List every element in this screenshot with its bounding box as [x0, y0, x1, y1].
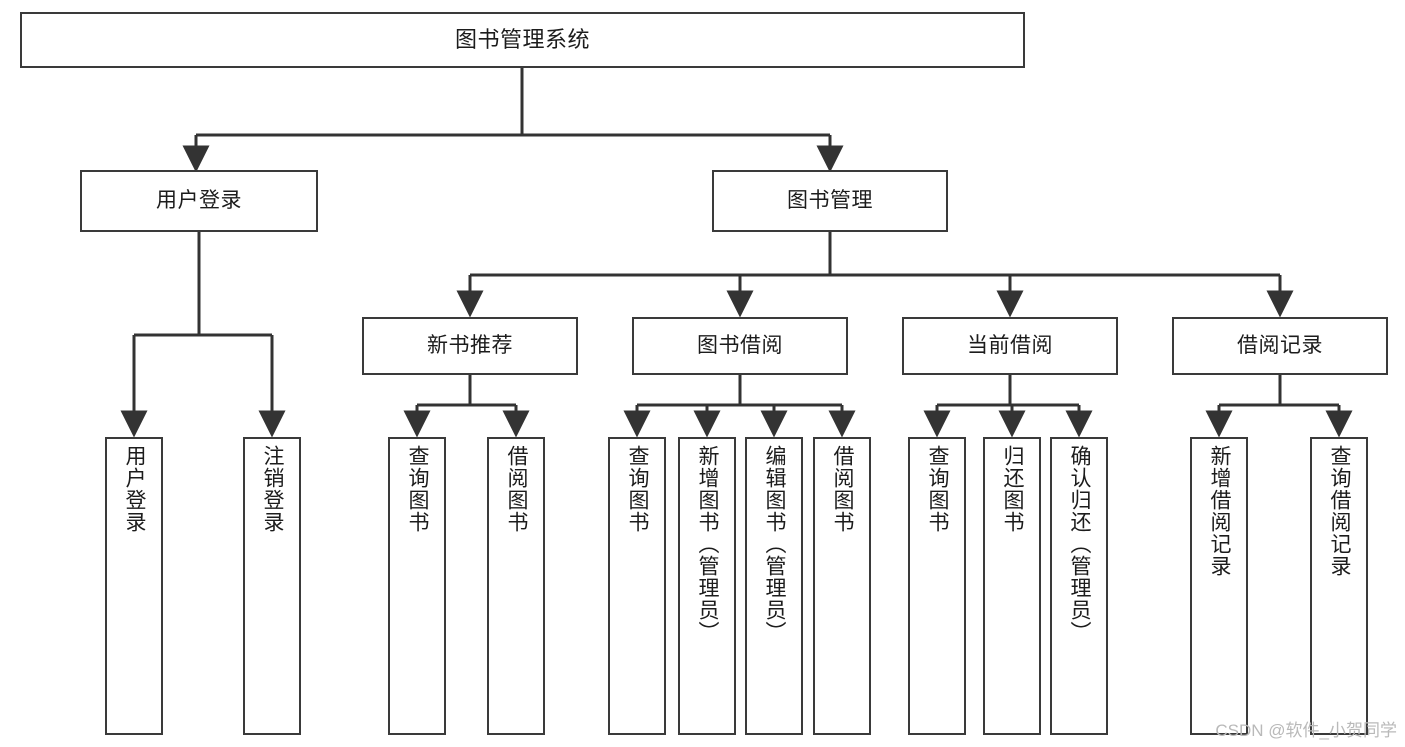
node-leaf-user-login-label: 用户登录 — [123, 445, 147, 533]
node-leaf-query-book-2-label: 查询图书 — [626, 445, 650, 533]
node-leaf-borrow-book-1[interactable]: 借阅图书 — [487, 437, 545, 735]
node-leaf-query-book-3[interactable]: 查询图书 — [908, 437, 966, 735]
node-leaf-user-login[interactable]: 用户登录 — [105, 437, 163, 735]
node-root-label: 图书管理系统 — [454, 27, 590, 53]
node-leaf-confirm-return-label: 确认归还（管理员） — [1068, 445, 1092, 643]
node-current-borrow-label: 当前借阅 — [967, 333, 1053, 357]
node-leaf-logout[interactable]: 注销登录 — [243, 437, 301, 735]
node-leaf-add-book[interactable]: 新增图书（管理员） — [678, 437, 736, 735]
node-leaf-query-book-1-label: 查询图书 — [406, 445, 430, 533]
node-leaf-query-record[interactable]: 查询借阅记录 — [1310, 437, 1368, 735]
node-leaf-query-book-2[interactable]: 查询图书 — [608, 437, 666, 735]
node-root[interactable]: 图书管理系统 — [20, 12, 1025, 68]
node-book-borrow[interactable]: 图书借阅 — [632, 317, 848, 375]
node-current-borrow[interactable]: 当前借阅 — [902, 317, 1118, 375]
node-leaf-return-book-label: 归还图书 — [1001, 445, 1025, 533]
node-user-login-label: 用户登录 — [156, 188, 242, 212]
node-leaf-borrow-book-2-label: 借阅图书 — [831, 445, 855, 533]
node-leaf-add-record-label: 新增借阅记录 — [1208, 445, 1232, 577]
node-leaf-borrow-book-2[interactable]: 借阅图书 — [813, 437, 871, 735]
node-borrow-record[interactable]: 借阅记录 — [1172, 317, 1388, 375]
node-new-book-recommend-label: 新书推荐 — [427, 333, 513, 357]
node-leaf-logout-label: 注销登录 — [261, 445, 285, 533]
node-leaf-return-book[interactable]: 归还图书 — [983, 437, 1041, 735]
node-leaf-query-record-label: 查询借阅记录 — [1328, 445, 1352, 577]
node-leaf-borrow-book-1-label: 借阅图书 — [505, 445, 529, 533]
watermark: CSDN @软件_小贺同学 — [1215, 721, 1397, 740]
node-user-login[interactable]: 用户登录 — [80, 170, 318, 232]
node-leaf-add-book-label: 新增图书（管理员） — [696, 445, 720, 643]
node-leaf-edit-book[interactable]: 编辑图书（管理员） — [745, 437, 803, 735]
node-new-book-recommend[interactable]: 新书推荐 — [362, 317, 578, 375]
node-leaf-query-book-1[interactable]: 查询图书 — [388, 437, 446, 735]
node-borrow-record-label: 借阅记录 — [1237, 333, 1323, 357]
node-leaf-edit-book-label: 编辑图书（管理员） — [763, 445, 787, 643]
node-book-manage-label: 图书管理 — [787, 188, 873, 212]
node-book-borrow-label: 图书借阅 — [697, 333, 783, 357]
node-leaf-query-book-3-label: 查询图书 — [926, 445, 950, 533]
node-book-manage[interactable]: 图书管理 — [712, 170, 948, 232]
node-leaf-add-record[interactable]: 新增借阅记录 — [1190, 437, 1248, 735]
node-leaf-confirm-return[interactable]: 确认归还（管理员） — [1050, 437, 1108, 735]
